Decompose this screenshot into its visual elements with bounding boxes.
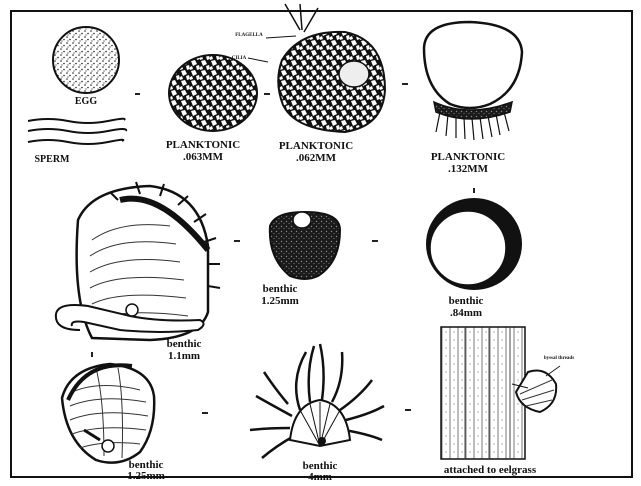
- benthic-juvenile-11mm: [56, 182, 220, 340]
- flagella-label: FLAGELLA: [226, 33, 272, 38]
- benthic-84-size: .84mm: [436, 308, 496, 319]
- planktonic-3-size: .132MM: [427, 164, 509, 175]
- planktonic-larva-1: [169, 55, 257, 131]
- benthic-125-size: 1.25mm: [250, 296, 310, 307]
- planktonic-1-title: PLANKTONIC: [163, 140, 243, 151]
- benthic-11-title: benthic: [154, 339, 214, 350]
- benthic-larva-84mm: [426, 198, 522, 290]
- benthic-125-title: benthic: [250, 284, 310, 295]
- attached-to-eelgrass-label: attached to eelgrass: [420, 465, 560, 476]
- planktonic-2-title: PLANKTONIC: [275, 141, 357, 152]
- sperm-label: SPERM: [22, 155, 82, 165]
- benthic-11-size: 1.1mm: [154, 351, 214, 362]
- benthic-juvenile-125mm: [62, 364, 154, 463]
- planktonic-larva-2: [248, 4, 385, 132]
- byssal-threads-label: byssal threads: [536, 356, 582, 361]
- benthic-4-size: 4mm: [290, 472, 350, 483]
- egg-illustration: [53, 27, 119, 93]
- egg-label: EGG: [64, 97, 108, 107]
- sperm-illustration: [28, 119, 126, 144]
- planktonic-3-title: PLANKTONIC: [427, 152, 509, 163]
- cilia-label: CILIA: [224, 56, 254, 61]
- benthic-125b-size: 1.25mm: [116, 471, 176, 482]
- planktonic-1-size: .063MM: [163, 152, 243, 163]
- eelgrass-attached-scallop: [441, 327, 560, 459]
- benthic-juvenile-4mm: [250, 344, 384, 458]
- benthic-larva-125mm: [270, 212, 340, 279]
- planktonic-2-size: .062MM: [275, 153, 357, 164]
- planktonic-larva-3: [424, 22, 522, 140]
- benthic-84-title: benthic: [436, 296, 496, 307]
